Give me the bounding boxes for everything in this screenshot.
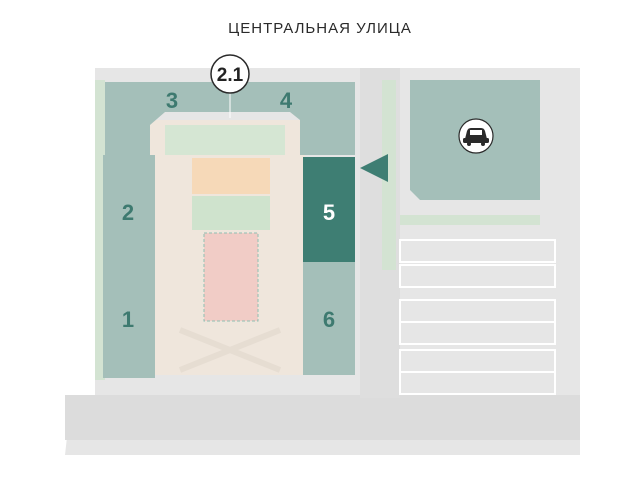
building-6-label: 6: [323, 307, 335, 332]
building-2[interactable]: [103, 155, 155, 260]
section-label: 2.1: [217, 65, 244, 86]
building-6[interactable]: [303, 262, 355, 375]
grass-strip-east: [382, 80, 396, 270]
building-1[interactable]: [103, 260, 155, 378]
parking-lots: [399, 239, 556, 395]
car-icon: [458, 118, 494, 154]
building-5-label: 5: [323, 200, 335, 225]
street-name-label: ЦЕНТРАЛЬНАЯ УЛИЦА: [228, 20, 412, 37]
building-1-label: 1: [122, 307, 134, 332]
building-3-4-block[interactable]: [105, 82, 355, 155]
selection-pointer: [360, 154, 388, 182]
section-marker[interactable]: [210, 54, 250, 94]
building-5[interactable]: [303, 157, 355, 262]
courtyard-paths: [178, 327, 282, 373]
building-4-label: 4: [280, 88, 293, 113]
building-3-label: 3: [166, 88, 178, 113]
courtyard-lawn-north: [165, 125, 285, 155]
sports-court: [203, 232, 259, 322]
grass-strip-parking: [400, 215, 540, 225]
courtyard-lawn: [192, 196, 270, 230]
road-south: [65, 395, 580, 440]
building-2-label: 2: [122, 200, 134, 225]
playground: [192, 158, 270, 194]
grass-strip-west: [95, 80, 105, 380]
